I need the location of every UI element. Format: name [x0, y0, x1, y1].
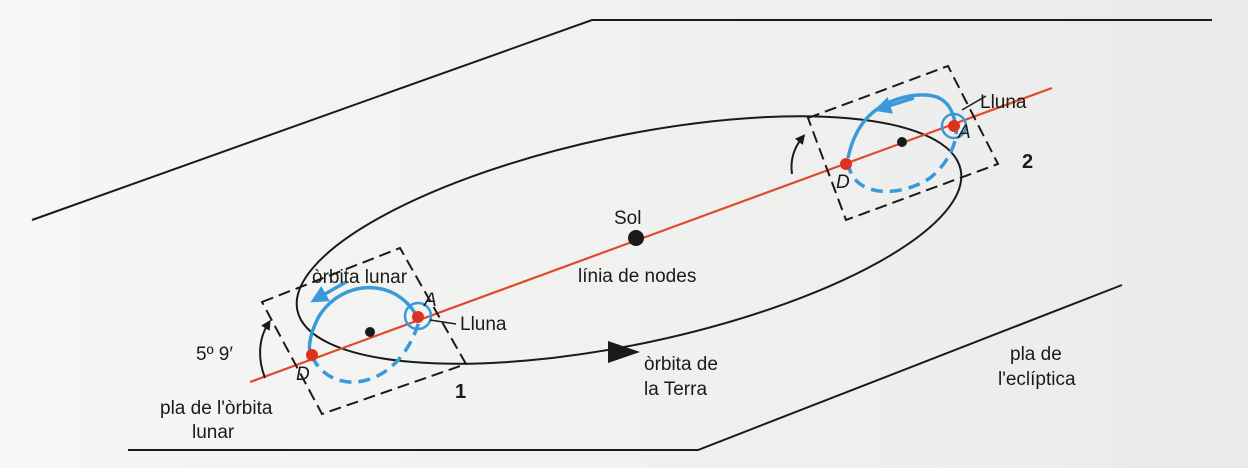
node-a-label-1: A: [423, 290, 437, 311]
moon-1-leader: [429, 319, 457, 325]
lunar-plane-square-1: [260, 246, 468, 416]
moon-label-1: Lluna: [460, 314, 507, 335]
lunar-orbit-label: òrbita lunar: [312, 267, 408, 288]
node-d-1: [306, 349, 318, 361]
tilt-arrow-2-icon: [790, 134, 806, 175]
lunar-plane-label-line1: pla de l'òrbita: [160, 398, 273, 419]
position-1: [259, 246, 468, 416]
moon-2-leader: [961, 95, 987, 111]
lunar-orbit-dashed-2: [846, 125, 959, 194]
earth-orbit-label-line1: òrbita de: [644, 354, 718, 375]
ecliptic-plane-label-line1: pla de: [1010, 344, 1062, 365]
lunar-orbit-dashed-1: [310, 317, 422, 384]
lunar-plane-label-line2: lunar: [192, 422, 235, 443]
angle-arc-icon: [259, 319, 271, 379]
earth-orbit: [295, 115, 963, 365]
lunar-orbit-solid-2: [846, 93, 957, 159]
lunar-plane-square-2: [806, 64, 1000, 222]
line-of-nodes-label: línia de nodes: [578, 266, 696, 287]
node-d-label-2: D: [836, 172, 850, 193]
ecliptic-plane-label-line2: l'eclíptica: [998, 369, 1076, 390]
moon-label-2: Lluna: [980, 92, 1027, 113]
position-2-number: 2: [1022, 151, 1033, 173]
node-a-label-2: A: [957, 122, 971, 143]
position-2: [790, 64, 1000, 222]
moon-circle-1: [403, 301, 433, 331]
earth-orbit-arrow-icon: [608, 341, 640, 363]
lunar-orbit-arrow-2-icon: [873, 96, 915, 114]
angle-label: 5º 9′: [196, 344, 233, 365]
earth-dot-1: [365, 327, 375, 337]
earth-orbit-label-line2: la Terra: [644, 379, 707, 400]
ecliptic-plane: [31, 19, 1212, 451]
node-a-2: [948, 120, 960, 132]
moon-circle-2: [940, 112, 968, 140]
lunar-orbit-solid-1: [307, 285, 420, 358]
position-1-number: 1: [455, 381, 466, 403]
line-of-nodes: [249, 86, 1053, 384]
earth-dot-2: [897, 137, 907, 147]
sun-label: Sol: [614, 208, 641, 229]
sun-dot: [628, 230, 644, 246]
lunar-orbit-arrow-1-icon: [310, 280, 347, 303]
node-a-1: [412, 311, 424, 323]
node-d-label-1: D: [296, 364, 310, 385]
node-d-2: [840, 158, 852, 170]
